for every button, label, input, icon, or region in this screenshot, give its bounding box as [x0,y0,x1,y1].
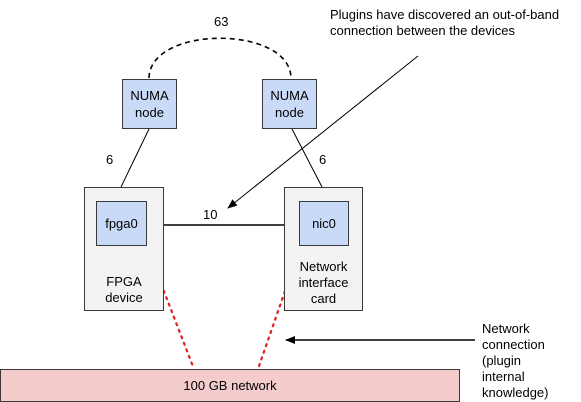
out-of-band-arrow [227,55,419,209]
numa-node-left-line2: node [135,105,164,120]
nic-device-label-line2: interface [298,275,349,290]
numa-node-right-line2: node [275,105,304,120]
nic-device-label-line1: Network [299,259,348,274]
left-link-distance-label: 6 [106,152,114,167]
numa-node-right: NUMA node [262,79,317,129]
numa-to-numa-dashed-link [148,37,292,79]
network-bar: 100 GB network [0,369,460,402]
network-label: 100 GB network [183,378,277,393]
fpga-device-label-line1: FPGA [106,274,142,289]
device-link-distance-label: 10 [203,207,218,222]
network-connection-annotation-line5: knowledge) [482,385,549,400]
fpga-device-label: FPGA device [84,274,164,306]
nic-device-label: Network interface card [284,259,363,307]
out-of-band-annotation-line2: connection between the devices [330,23,516,38]
network-connection-annotation: Network connection (plugin internal know… [482,321,549,401]
network-connection-annotation-line2: connection [482,337,545,352]
numa-node-right-line1: NUMA [270,88,309,103]
network-connection-annotation-line4: internal [482,369,525,384]
numa-right-to-nic-link [291,128,323,188]
fpga-device-label-line2: device [105,290,143,305]
network-connection-annotation-line1: Network [482,321,530,336]
numa-node-left-line1: NUMA [130,88,169,103]
fpga0-chip: fpga0 [96,201,147,246]
right-link-distance-label: 6 [319,152,327,167]
numa-distance-label: 63 [214,14,229,29]
out-of-band-annotation: Plugins have discovered an out-of-band c… [330,7,559,39]
nic-device-label-line3: card [310,291,337,306]
network-connection-annotation-line3: (plugin [482,353,522,368]
numa-left-to-fpga-link [120,128,150,188]
nic0-chip: nic0 [299,201,349,246]
out-of-band-annotation-line1: Plugins have discovered an out-of-band [330,7,560,22]
numa-node-left: NUMA node [122,79,177,129]
